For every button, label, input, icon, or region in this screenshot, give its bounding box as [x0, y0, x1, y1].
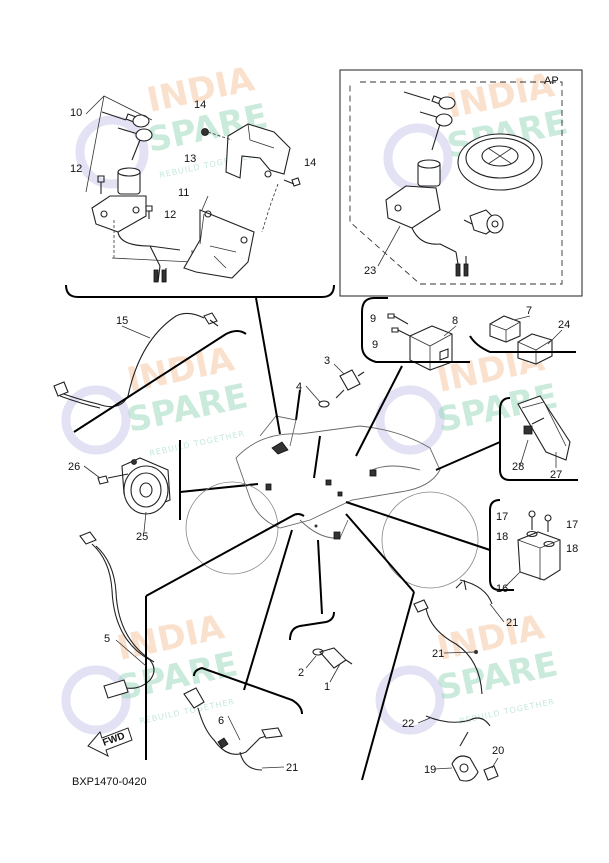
handle-switch-bracket [489, 499, 514, 591]
callout-17b: 17 [566, 519, 578, 531]
relay-bracket-left [361, 297, 388, 313]
callout-labels: 1 2 3 4 5 6 7 8 9 9 10 11 12 12 13 14 14… [68, 99, 578, 776]
callout-7: 7 [526, 305, 532, 317]
callout-6: 6 [218, 715, 224, 727]
sidestand-lead [361, 591, 415, 781]
callout-19: 19 [424, 764, 436, 776]
neutral-switch [312, 647, 353, 669]
sensor-3-lead [295, 389, 301, 421]
callout-4: 4 [296, 381, 302, 393]
horn-lead [179, 483, 259, 493]
callout-24: 24 [558, 319, 570, 331]
leader-handle-switch [345, 501, 491, 551]
callout-13: 13 [184, 153, 196, 165]
callout-28: 28 [512, 461, 524, 473]
temperature-sensor [318, 369, 365, 408]
callout-17a: 17 [496, 511, 508, 523]
harness-6-lead [243, 529, 293, 691]
relay-bracket-right [469, 335, 576, 353]
reflector-bracket [499, 397, 578, 481]
horn-assembly [97, 457, 171, 515]
callout-23: 23 [364, 265, 376, 277]
neutral-switch-lead [317, 539, 323, 615]
ap-frame [339, 69, 583, 297]
ap-dashed-outline [349, 81, 563, 285]
main-switch-assembly [85, 95, 193, 283]
leader-top-group [255, 297, 281, 435]
sensor-harness-5 [79, 531, 155, 699]
ap-label: AP [544, 75, 559, 87]
callout-2: 2 [298, 667, 304, 679]
leader-reflector [435, 441, 501, 471]
callout-27: 27 [550, 469, 562, 481]
callout-9a: 9 [370, 313, 376, 325]
callout-25: 25 [136, 531, 148, 543]
switch-cover [201, 123, 301, 233]
callout-9b: 9 [372, 339, 378, 351]
callout-10: 10 [70, 107, 82, 119]
callout-leaders [83, 225, 563, 770]
watermark-bottom-right: INDIA SPARE REBUILD TOGETHER [375, 607, 561, 735]
callout-5: 5 [104, 633, 110, 645]
callout-21b: 21 [432, 648, 444, 660]
leader-temp-sensor [313, 435, 321, 479]
callout-1: 1 [324, 681, 330, 693]
main-switch-bracket [183, 195, 255, 279]
harness-6-bracket [193, 666, 303, 715]
callout-15: 15 [116, 315, 128, 327]
harness-15-bracket [73, 330, 247, 433]
callout-21c: 21 [286, 762, 298, 774]
callout-20: 20 [492, 745, 504, 757]
callout-11: 11 [178, 187, 189, 199]
callout-22: 22 [402, 718, 414, 730]
callout-3: 3 [324, 355, 330, 367]
diagram-code: BXP1470-0420 [72, 776, 147, 788]
leader-relays [355, 365, 403, 457]
callout-16: 16 [496, 583, 508, 595]
fwd-arrow-icon: FWD [87, 727, 133, 757]
ap-switch-assembly [385, 91, 469, 277]
top-group-bracket [65, 284, 335, 298]
callout-12a: 12 [70, 163, 82, 175]
watermark-mid-left: INDIA SPARE REBUILD TOGETHER [61, 339, 251, 458]
callout-8: 8 [452, 315, 458, 327]
sidestand-switch-assembly [413, 579, 499, 782]
callout-26: 26 [68, 461, 80, 473]
seat-lock [463, 209, 504, 235]
sensor-harness-6 [183, 687, 283, 771]
callout-14b: 14 [304, 157, 316, 169]
neutral-switch-bracket [289, 611, 335, 641]
sensor-harness-15 [53, 312, 219, 409]
callout-18a: 18 [496, 531, 508, 543]
callout-14a: 14 [194, 99, 206, 111]
watermark-top: INDIA SPARE REBUILD TOGETHER [75, 59, 271, 189]
relay-bracket-left-bottom [361, 312, 470, 363]
callout-21a: 21 [506, 617, 518, 629]
handle-switch-assembly [517, 510, 561, 581]
reflector-assembly [517, 395, 571, 461]
callout-12b: 12 [164, 209, 176, 221]
fuel-cap [457, 133, 543, 191]
motorcycle-outline [185, 415, 479, 589]
sidestand-connector [345, 513, 415, 593]
harness-5-bracket [145, 513, 305, 597]
callout-18b: 18 [566, 543, 578, 555]
